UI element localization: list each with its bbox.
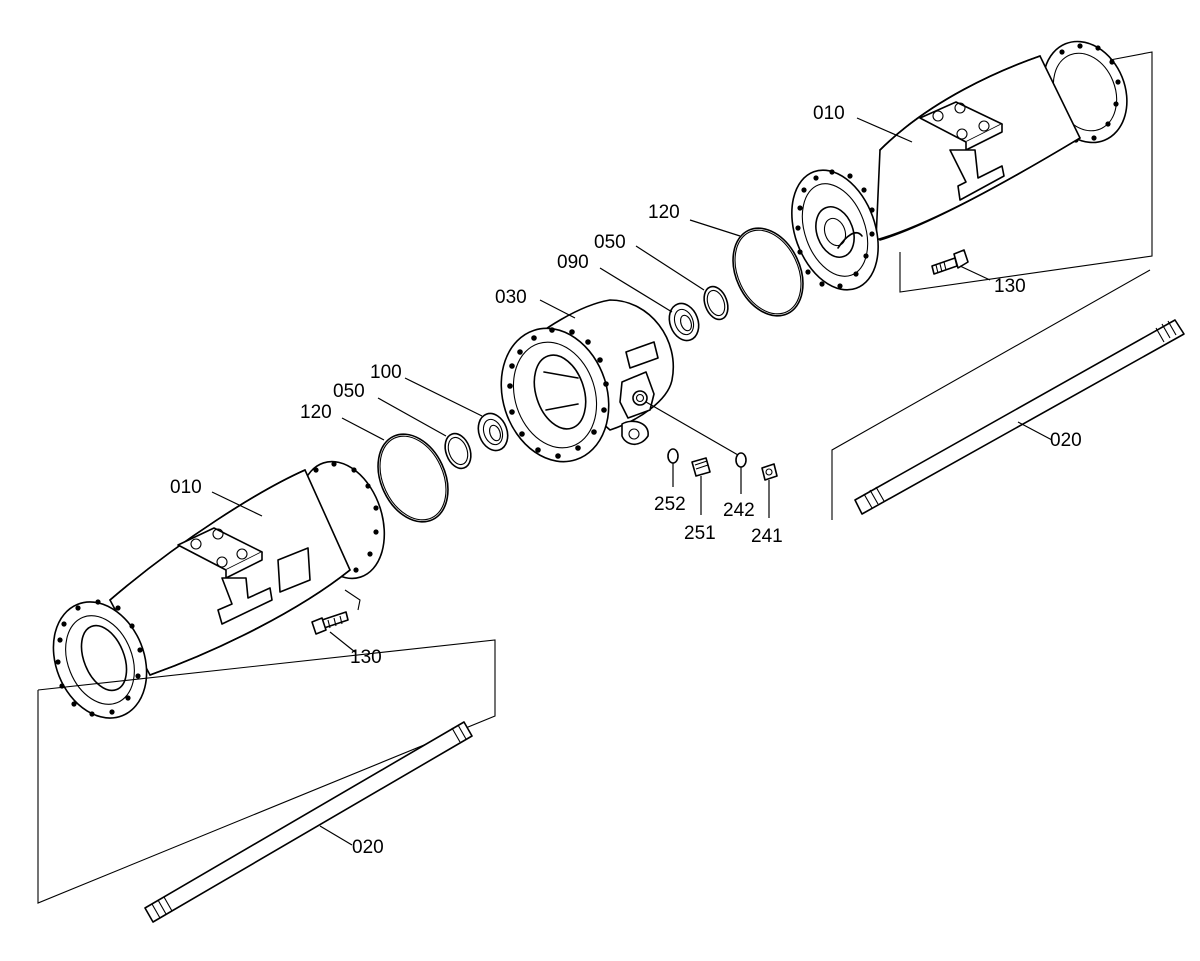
callout-251: 251	[684, 523, 716, 544]
callout-010-right: 010	[813, 103, 845, 124]
leader-lines	[211, 117, 1053, 846]
callout-242: 242	[723, 500, 755, 521]
left-ring-050	[444, 432, 472, 470]
right-o-ring-120	[732, 227, 804, 317]
left-o-ring-120	[377, 433, 449, 523]
callout-130-right: 130	[994, 276, 1026, 297]
left-drive-shaft-020	[144, 721, 473, 923]
left-bolt-130	[311, 611, 349, 635]
right-drive-shaft-020	[831, 269, 1185, 520]
callout-120-right: 120	[648, 202, 680, 223]
right-axle-housing	[791, 40, 1153, 293]
callout-050-right: 050	[594, 232, 626, 253]
callout-020-right: 020	[1050, 430, 1082, 451]
callout-030: 030	[495, 287, 527, 308]
callout-050-left: 050	[333, 381, 365, 402]
callout-010-left: 010	[170, 477, 202, 498]
center-housing-030	[500, 299, 675, 463]
callout-100: 100	[370, 362, 402, 383]
small-parts	[667, 448, 778, 481]
callout-130-left: 130	[350, 647, 382, 668]
callout-241: 241	[751, 526, 783, 547]
bearing-100	[477, 412, 509, 452]
callout-090: 090	[557, 252, 589, 273]
right-bolt-130	[931, 249, 969, 275]
bearing-090	[668, 302, 700, 342]
callout-120-left: 120	[300, 402, 332, 423]
callout-020-left: 020	[352, 837, 384, 858]
right-ring-050	[703, 285, 729, 321]
left-axle-housing	[37, 460, 496, 904]
callout-252: 252	[654, 494, 686, 515]
